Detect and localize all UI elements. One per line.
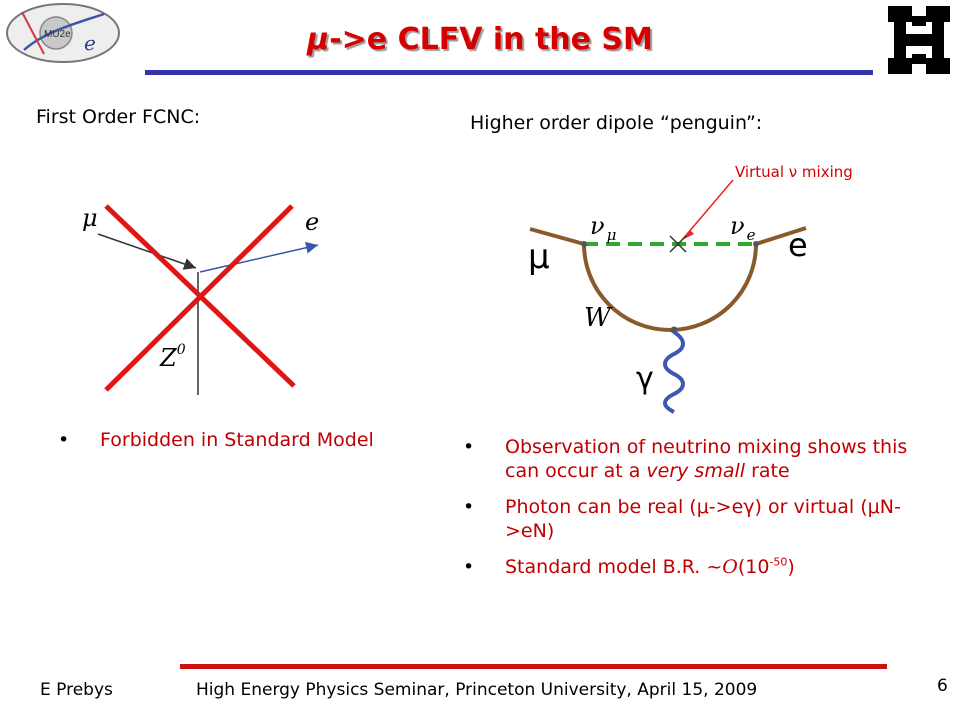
virtual-mixing-annotation: Virtual ν mixing [735,163,853,181]
footer-venue: High Energy Physics Seminar, Princeton U… [196,680,758,700]
bullet-item: Forbidden in Standard Model [58,428,438,452]
title-mu-symbol: μ [307,22,330,57]
bullet-item: Photon can be real (μ->eγ) or virtual (μ… [463,495,913,543]
fcnc-diagram: μ e Z0 [82,204,319,395]
fermilab-logo [888,6,950,74]
vertex-left [581,241,587,247]
mu2e-logo: e MU2e [6,3,120,63]
z-boson-label: Z0 [159,342,186,372]
logo-e: e [84,31,96,55]
muon-label: μ [82,204,98,232]
bullet-item: Standard model B.R. ~O(10-50) [463,555,913,579]
penguin-electron-label: e [788,226,808,264]
bullet-item: Observation of neutrino mixing shows thi… [463,435,913,483]
penguin-bullets: Observation of neutrino mixing shows thi… [463,435,913,591]
photon-label: γ [636,361,654,396]
title-text: ->e CLFV in the SM [329,22,653,57]
w-boson-arc [582,243,758,332]
penguin-muon-label: μ [528,237,550,277]
w-label: W [584,303,613,333]
muon-line [97,233,197,270]
photon-wavy-line [663,330,685,414]
slide-title: μ->e CLFV in the SM [230,22,730,57]
page-number: 6 [937,676,948,696]
footer-rule [180,664,887,669]
electron-line [199,241,319,273]
fcnc-heading: First Order FCNC: [36,106,201,128]
vertex-right [753,241,759,247]
mixing-cross-2 [669,235,687,253]
electron-label: e [305,208,319,236]
cross-out-stroke-2 [104,204,294,392]
penguin-heading: Higher order dipole “penguin”: [470,112,763,134]
electron-outgoing-line [755,226,807,246]
logo-text: MU2e [44,29,71,40]
fcnc-bullets: Forbidden in Standard Model [58,428,438,464]
annotation-pointer [681,179,734,241]
muon-incoming-line [529,227,585,246]
title-rule [145,70,873,75]
footer-author: E Prebys [40,680,113,700]
